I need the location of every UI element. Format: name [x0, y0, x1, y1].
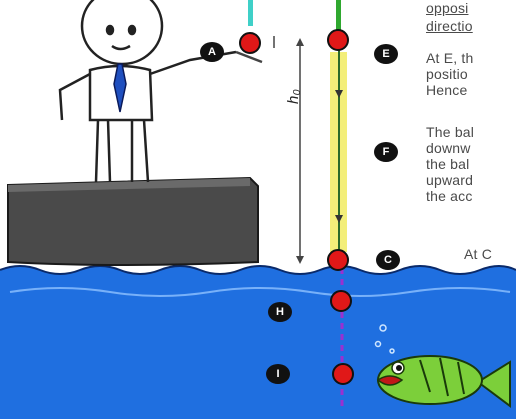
label-i: I [266, 364, 290, 384]
label-f: F [374, 142, 398, 162]
text-line-10: the acc [426, 188, 473, 204]
ball-c [328, 250, 348, 270]
text-line-2: directio [426, 18, 473, 34]
ball-a [240, 33, 260, 53]
text-line-7: downw [426, 140, 471, 156]
label-a: A [200, 42, 224, 62]
text-line-3: At E, th [426, 50, 474, 66]
text-line-9: upward [426, 172, 473, 188]
label-c: C [376, 250, 400, 270]
text-line-6: The bal [426, 124, 474, 140]
height-label: h₀ [286, 89, 302, 104]
ball-h [331, 291, 351, 311]
text-line-8: the bal [426, 156, 469, 172]
ball-e [328, 30, 348, 50]
text-line-4: positio [426, 66, 468, 82]
text-line-5: Hence [426, 82, 467, 98]
label-h: H [268, 302, 292, 322]
text-line-1: opposi [426, 0, 468, 16]
ball-i [333, 364, 353, 384]
text-line-11: At C [464, 246, 492, 262]
label-e: E [374, 44, 398, 64]
